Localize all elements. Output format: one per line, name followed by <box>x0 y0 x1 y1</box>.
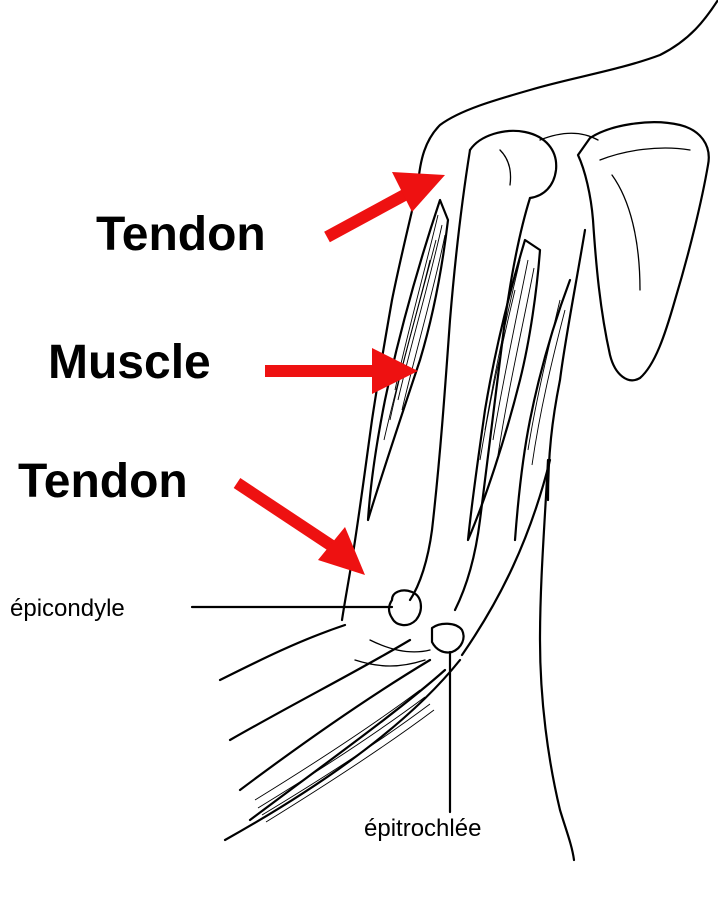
label-epitrochlea: épitrochlée <box>364 815 481 842</box>
forearm-upper-outline <box>220 625 345 680</box>
label-muscle: Muscle <box>48 336 211 389</box>
humerus-shaft-left <box>410 150 470 600</box>
humerus-head-detail <box>500 133 598 185</box>
humerus-head <box>470 131 556 198</box>
elbow-trochlea-bone <box>432 624 464 653</box>
elbow-detail <box>355 640 430 666</box>
forearm-outline-3 <box>250 670 445 820</box>
upper-arm-inner-outline <box>548 230 585 500</box>
label-tendon-top: Tendon <box>96 208 266 261</box>
forearm-muscle-fibers <box>255 690 434 822</box>
scapula-detail <box>600 148 690 290</box>
shoulder-outline <box>418 0 718 185</box>
muscle-fibers <box>384 215 565 465</box>
arrow-tendon-top <box>327 172 445 237</box>
muscle-belly-back <box>468 240 540 540</box>
forearm-edge <box>462 460 550 655</box>
scapula <box>578 122 709 380</box>
muscle-belly-side <box>515 280 570 540</box>
elbow-epicondyle-bone <box>389 590 421 625</box>
label-epicondyle: épicondyle <box>10 595 125 622</box>
arm-back-outline <box>540 460 574 860</box>
label-tendon-bottom: Tendon <box>18 455 188 508</box>
arrow-tendon-bottom <box>237 483 365 575</box>
